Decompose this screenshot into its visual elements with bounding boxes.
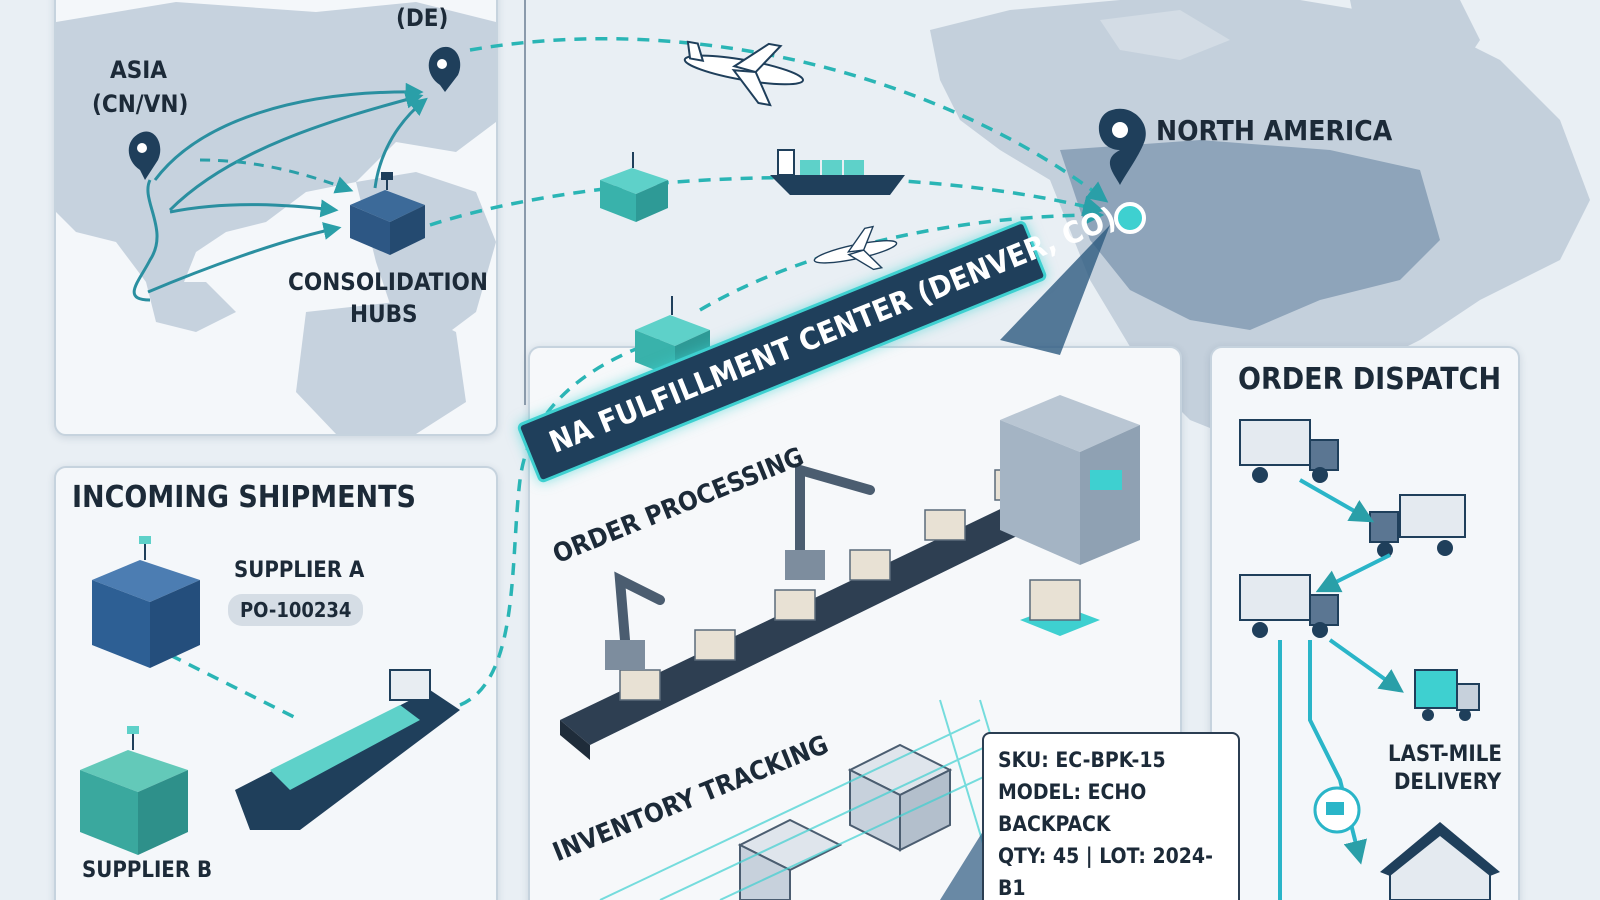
australia-landmass [296,302,466,434]
inventory-grid [599,699,1041,900]
map-divider [524,0,526,405]
route-asia-hubs-dashed [199,158,354,194]
na-destination-dot [1114,202,1146,234]
hubs-label-2: HUBS [350,300,418,328]
route-supplier-a-to-ship [169,653,301,722]
truck-icon [1239,574,1339,638]
de-label: (DE) [396,4,449,32]
asia-label: ASIA [110,56,167,84]
airplane-icon [813,225,898,271]
truck-icon [1239,419,1339,483]
last-mile-label-1: LAST-MILE [1388,742,1502,767]
map-pin-icon [1098,108,1146,185]
last-mile-label-2: DELIVERY [1394,770,1502,795]
qty-lot-text: QTY: 45 | LOT: 2024-B1 [998,844,1213,900]
supplier-a-label: SUPPLIER A [234,558,365,583]
map-pin-icon [428,46,461,92]
north-america-label: NORTH AMERICA [1156,114,1393,147]
supplier-b-label: SUPPLIER B [82,858,213,883]
map-pin-icon [128,131,161,180]
house-icon [1380,822,1500,900]
north-america-highlight [1060,140,1440,330]
se-asia-islands [146,282,236,332]
route-asia-to-de [153,82,424,181]
route-hubs-to-na-sea [429,175,1105,227]
eurasia-landmass [56,2,496,302]
package-icon [619,669,661,701]
container-icon [350,172,425,255]
package-icon [737,818,843,900]
package-icon [847,743,953,852]
delivery-van-icon [1414,669,1480,721]
package-icon [1020,579,1100,636]
scanner-machine-icon [1000,395,1140,565]
package-icon [849,549,891,581]
sku-text: SKU: EC-BPK-15 [998,748,1166,772]
robot-arm-base [785,550,825,580]
route-asia-to-hubs-2 [147,222,342,294]
package-icon [774,589,816,621]
container-icon [80,726,188,855]
order-dispatch-title: ORDER DISPATCH [1238,362,1502,397]
truck-icon [1369,494,1466,558]
package-icon [924,509,966,541]
asia-europe-map-panel [54,0,498,436]
asia-sub-label: (CN/VN) [92,90,189,118]
robot-arm-base [605,640,645,670]
container-icon [92,536,200,668]
supplier-a-po-badge: PO-100234 [228,594,364,626]
route-asia-coast [132,179,159,302]
greenland-landmass [1350,0,1480,100]
na-beam [1000,225,1110,355]
container-icon [600,152,668,222]
sku-info-card: SKU: EC-BPK-15 MODEL: ECHO BACKPACK QTY:… [982,732,1240,900]
package-icon [694,629,736,661]
dispatch-route [1315,553,1391,593]
cargo-ship-icon [235,669,460,830]
route-asia-to-de-2 [168,91,424,212]
cargo-ship-icon [770,149,905,195]
dispatch-route [1299,478,1375,523]
route-hubs-to-de [373,97,428,189]
route-ship-to-container [459,338,661,707]
dispatch-route [1328,638,1404,693]
incoming-shipments-title: INCOMING SHIPMENTS [72,480,416,515]
airplane-icon [683,40,804,107]
route-container-to-na-air [699,204,1105,312]
robot-arm-icon [614,463,875,645]
model-text: MODEL: ECHO BACKPACK [998,780,1147,836]
hubs-label-1: CONSOLIDATION [288,268,488,296]
route-asia-to-hubs [169,199,339,218]
arctic-islands [1100,10,1230,60]
